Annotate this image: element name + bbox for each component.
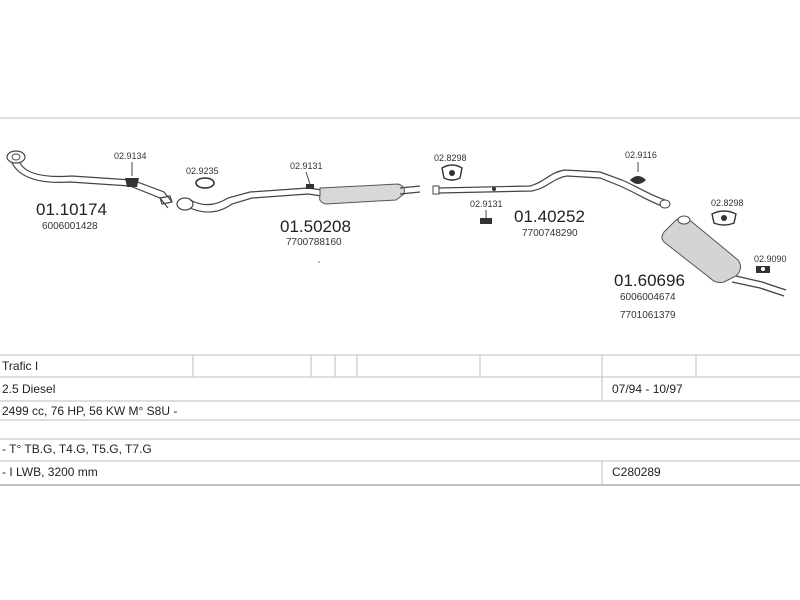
vehicle-spec: 2499 cc, 76 HP, 56 KW M° S8U -: [2, 404, 177, 418]
rear-silencer-oe-2: 7701061379: [620, 310, 676, 321]
vehicle-engine: 2.5 Diesel: [2, 382, 55, 396]
front-pipe-part[interactable]: [6, 150, 173, 209]
rear-silencer-number: 01.60696: [614, 271, 685, 290]
front-pipe-upper-edge: [11, 162, 169, 209]
clamp-1-number: 02.8298: [434, 153, 467, 163]
intermediate-pipe-bracket-icon: [492, 187, 496, 191]
hanger-2-number: 02.9131: [470, 199, 503, 209]
rear-silencer-inlet-icon: [677, 215, 691, 225]
middle-pipe-upper-edge: [189, 187, 323, 206]
tailpipe-lower-edge: [731, 281, 785, 297]
vehicle-table: Trafic I 2.5 Diesel 07/94 - 10/97 2499 c…: [0, 354, 800, 486]
middle-silencer-body-icon: [319, 183, 405, 205]
clamp-2-number: 02.8298: [711, 198, 744, 208]
rear-silencer-oe-1: 6006004674: [620, 292, 676, 303]
middle-silencer-number: 01.50208: [280, 217, 351, 236]
intermediate-pipe-upper-edge: [438, 169, 666, 201]
intermediate-pipe-number: 01.40252: [514, 207, 585, 226]
dot-marker: [318, 261, 320, 263]
catalog-code: C280289: [612, 465, 661, 479]
middle-silencer-outlet: [399, 185, 421, 189]
middle-silencer-outlet-lower: [399, 191, 421, 195]
hanger-3-icon[interactable]: [630, 162, 646, 184]
front-clamp-icon[interactable]: [125, 162, 139, 187]
intermediate-pipe-lower-edge: [438, 175, 663, 207]
middle-silencer-flange-icon: [176, 197, 194, 211]
vehicle-body: - I LWB, 3200 mm: [2, 465, 98, 479]
rear-hanger-icon[interactable]: [756, 266, 770, 273]
hanger-1-number: 02.9131: [290, 161, 323, 171]
middle-silencer-oe: 7700788160: [286, 237, 342, 248]
clamp-2-icon[interactable]: [711, 210, 737, 226]
vehicle-date-range: 07/94 - 10/97: [612, 382, 683, 396]
intermediate-pipe-oe: 7700748290: [522, 228, 578, 239]
intermediate-pipe-part[interactable]: [432, 169, 671, 209]
front-pipe-oe: 6006001428: [42, 221, 98, 232]
rear-silencer-part[interactable]: [661, 215, 787, 297]
rear-hanger-number: 02.9090: [754, 254, 787, 264]
vehicle-types: - T° TB.G, T4.G, T5.G, T7.G: [2, 442, 152, 456]
front-pipe-end-icon: [159, 195, 173, 205]
tailpipe-upper-edge: [735, 275, 787, 291]
hanger-3-number: 02.9116: [625, 150, 657, 160]
hanger-1-icon[interactable]: [305, 171, 314, 189]
vehicle-model: Trafic I: [2, 359, 38, 373]
front-clamp-number: 02.9134: [114, 151, 147, 161]
front-pipe-number: 01.10174: [36, 200, 107, 219]
hanger-2-icon[interactable]: [480, 210, 492, 224]
middle-silencer-part[interactable]: [176, 183, 421, 213]
front-pipe-lower-edge: [19, 162, 173, 203]
front-pipe-flange-hole-icon: [11, 153, 21, 161]
gasket-number: 02.9235: [186, 166, 219, 176]
intermediate-pipe-end-icon: [659, 199, 671, 209]
middle-pipe-lower-edge: [189, 193, 323, 213]
clamp-1-icon[interactable]: [441, 164, 463, 181]
gasket-ring-icon[interactable]: [195, 177, 215, 189]
intermediate-pipe-sleeve-icon: [432, 185, 440, 195]
